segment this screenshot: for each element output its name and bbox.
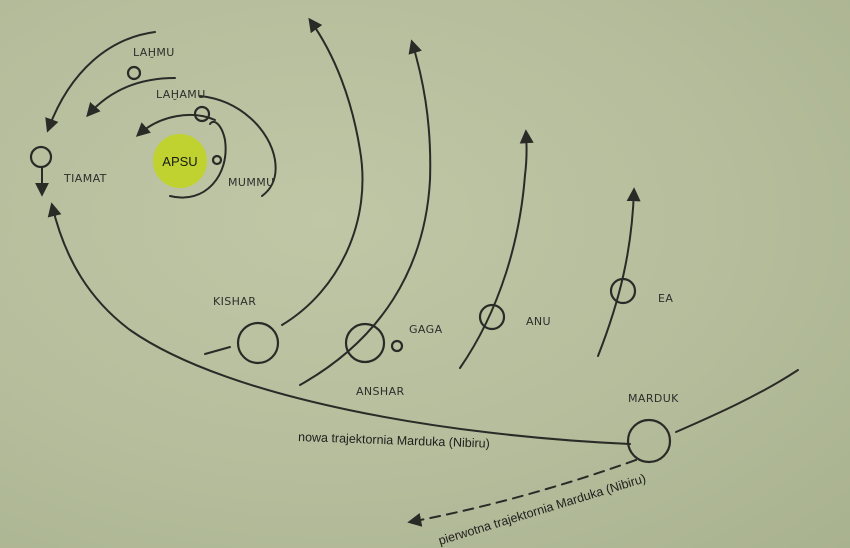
tiamat-planet [29,145,53,169]
lahmu-orbit [86,77,176,118]
gaga-label: GAGA [409,323,443,336]
new-trajectory-label: nowa trajektornia Marduka (Nibiru) [298,430,490,451]
lahamu-planet [193,105,211,123]
tiamat-orbit-top [45,31,156,133]
anshar-label: ANSHAR [356,385,405,398]
anu-label: ANU [526,315,551,328]
marduk-new-trajectory [47,202,631,445]
kishar-label: KISHAR [213,295,256,308]
lahmu-label: LAḪMU [133,46,175,59]
ea-label: EA [658,292,673,305]
mummu-label: MUMMU [228,176,275,189]
marduk-planet [626,418,672,464]
marduk-label: MARDUK [628,392,679,405]
lahamu-label: LAḪAMU [156,88,206,101]
tiamat-label: TIAMAT [63,172,107,185]
mummu-orbit [169,120,227,199]
lahamu-orbit [135,114,216,137]
apsu-sun [153,134,207,188]
kishar-orbit-tail [204,346,231,355]
anu-planet [478,303,506,331]
apsu-label: APSU [162,154,197,169]
anshar-orbit [299,39,432,386]
marduk-original-trajectory [407,459,637,527]
mummu-planet [211,154,223,166]
lahmu-planet [126,65,142,81]
ea-planet [609,277,637,305]
lahamu-outer-orbit [199,95,277,197]
anshar-planet [344,322,386,364]
kishar-orbit [281,17,364,326]
kishar-planet [236,321,280,365]
gaga-planet [390,339,404,353]
marduk-incoming-trajectory [675,369,799,433]
ea-orbit [597,187,641,357]
anu-orbit [459,129,534,369]
